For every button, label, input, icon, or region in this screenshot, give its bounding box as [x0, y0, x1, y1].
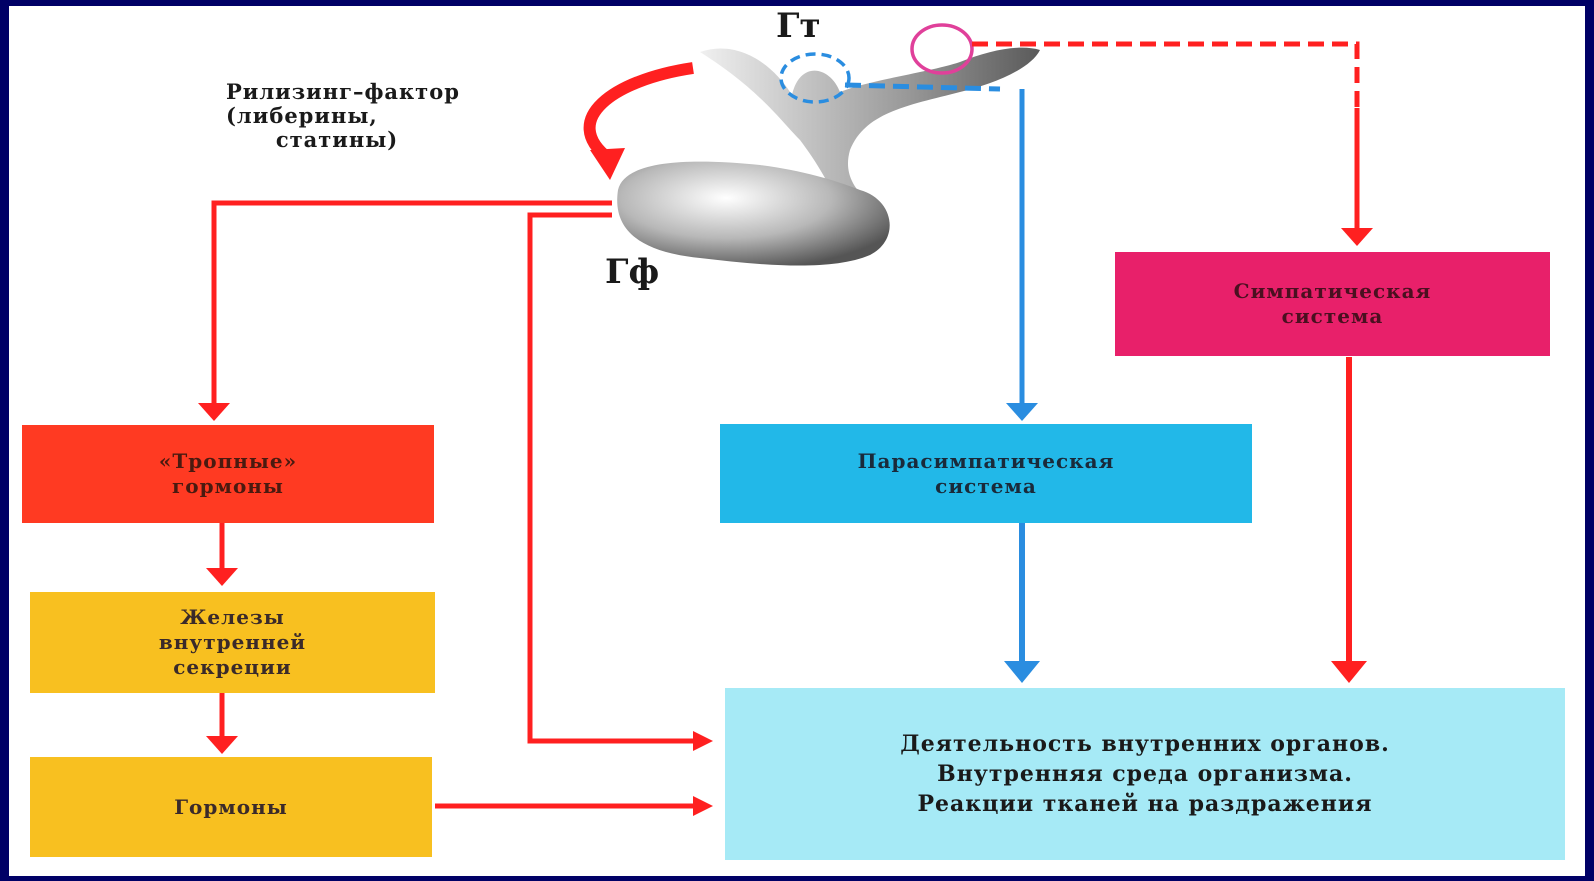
- arrowhead-organs-left: [693, 731, 713, 751]
- parasympathetic-system-box: Парасимпатическая система: [720, 424, 1252, 523]
- hypothalamus-label: Гт: [776, 6, 821, 46]
- blue-nucleus-circle: [779, 52, 851, 104]
- arrowhead-symp-organs: [1331, 661, 1367, 683]
- blue-dashed-line-top: [844, 82, 1001, 92]
- red-dashed-line-top: [972, 41, 1360, 110]
- arrowhead-hormones-organs: [693, 796, 713, 816]
- line-pituitary-to-tropic: [211, 200, 612, 405]
- arrowhead-parasympathetic: [1006, 403, 1038, 421]
- hypothalamus-stalk: [700, 47, 1040, 225]
- line-pituitary-to-organs: [527, 212, 695, 744]
- pituitary-gland-illustration: [617, 47, 1040, 266]
- tropic-hormones-box: «Тропные» гормоны: [22, 425, 434, 523]
- pituitary-body: [617, 161, 890, 266]
- arrowhead-tropic: [198, 403, 230, 421]
- pituitary-label: Гф: [605, 252, 660, 292]
- arrowhead-para-organs: [1004, 661, 1040, 683]
- arrowhead-glands: [206, 568, 238, 586]
- arrowhead-hormones: [206, 736, 238, 754]
- releasing-factor-label: Рилизинг–фактор (либерины, статины): [226, 79, 460, 152]
- arrowhead-releasing: [590, 148, 625, 180]
- sympathetic-system-box: Симпатическая система: [1115, 252, 1550, 356]
- arrowhead-sympathetic: [1341, 228, 1373, 246]
- internal-organs-box: Деятельность внутренних органов. Внутрен…: [725, 688, 1565, 860]
- endocrine-glands-box: Железы внутренней секреции: [30, 592, 435, 693]
- releasing-factor-curved-arrow: [583, 62, 694, 163]
- pink-nucleus-circle: [910, 23, 974, 75]
- hormones-box: Гормоны: [30, 757, 432, 857]
